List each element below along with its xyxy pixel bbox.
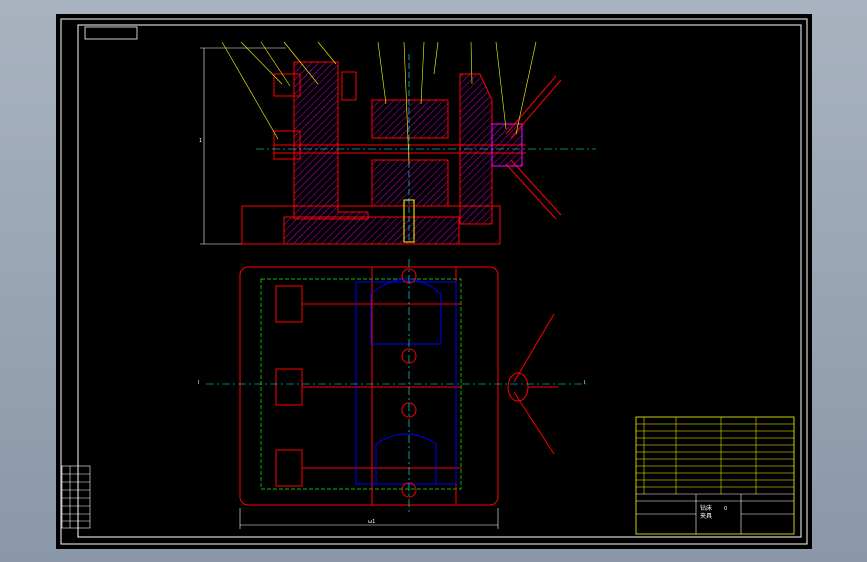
title-line1: 钻床 bbox=[700, 504, 712, 512]
cad-viewport[interactable]: 1 bbox=[56, 14, 812, 549]
height-dim-text: 1 bbox=[199, 138, 202, 144]
drawing-number-box bbox=[84, 26, 138, 40]
height-dimension bbox=[200, 47, 286, 245]
inner-frame bbox=[77, 24, 802, 538]
revision-table bbox=[61, 465, 91, 529]
plan-view bbox=[206, 259, 586, 529]
front-section-view: 1 bbox=[199, 41, 596, 245]
title-block bbox=[635, 416, 795, 535]
callout-leaders bbox=[221, 41, 537, 165]
left-support bbox=[293, 61, 369, 220]
workpiece-bottom bbox=[371, 159, 449, 207]
title-line2: 夹具 bbox=[700, 512, 712, 520]
section-mark-right: I bbox=[584, 380, 585, 386]
fixture-drawing: 1 bbox=[60, 18, 808, 545]
width-dim-text: ω1 bbox=[368, 519, 375, 525]
body-outline bbox=[239, 266, 499, 506]
workpiece-top bbox=[371, 99, 449, 139]
sheet-number: 0 bbox=[724, 506, 727, 512]
section-mark-left: I bbox=[198, 380, 199, 386]
outer-frame bbox=[60, 18, 808, 545]
